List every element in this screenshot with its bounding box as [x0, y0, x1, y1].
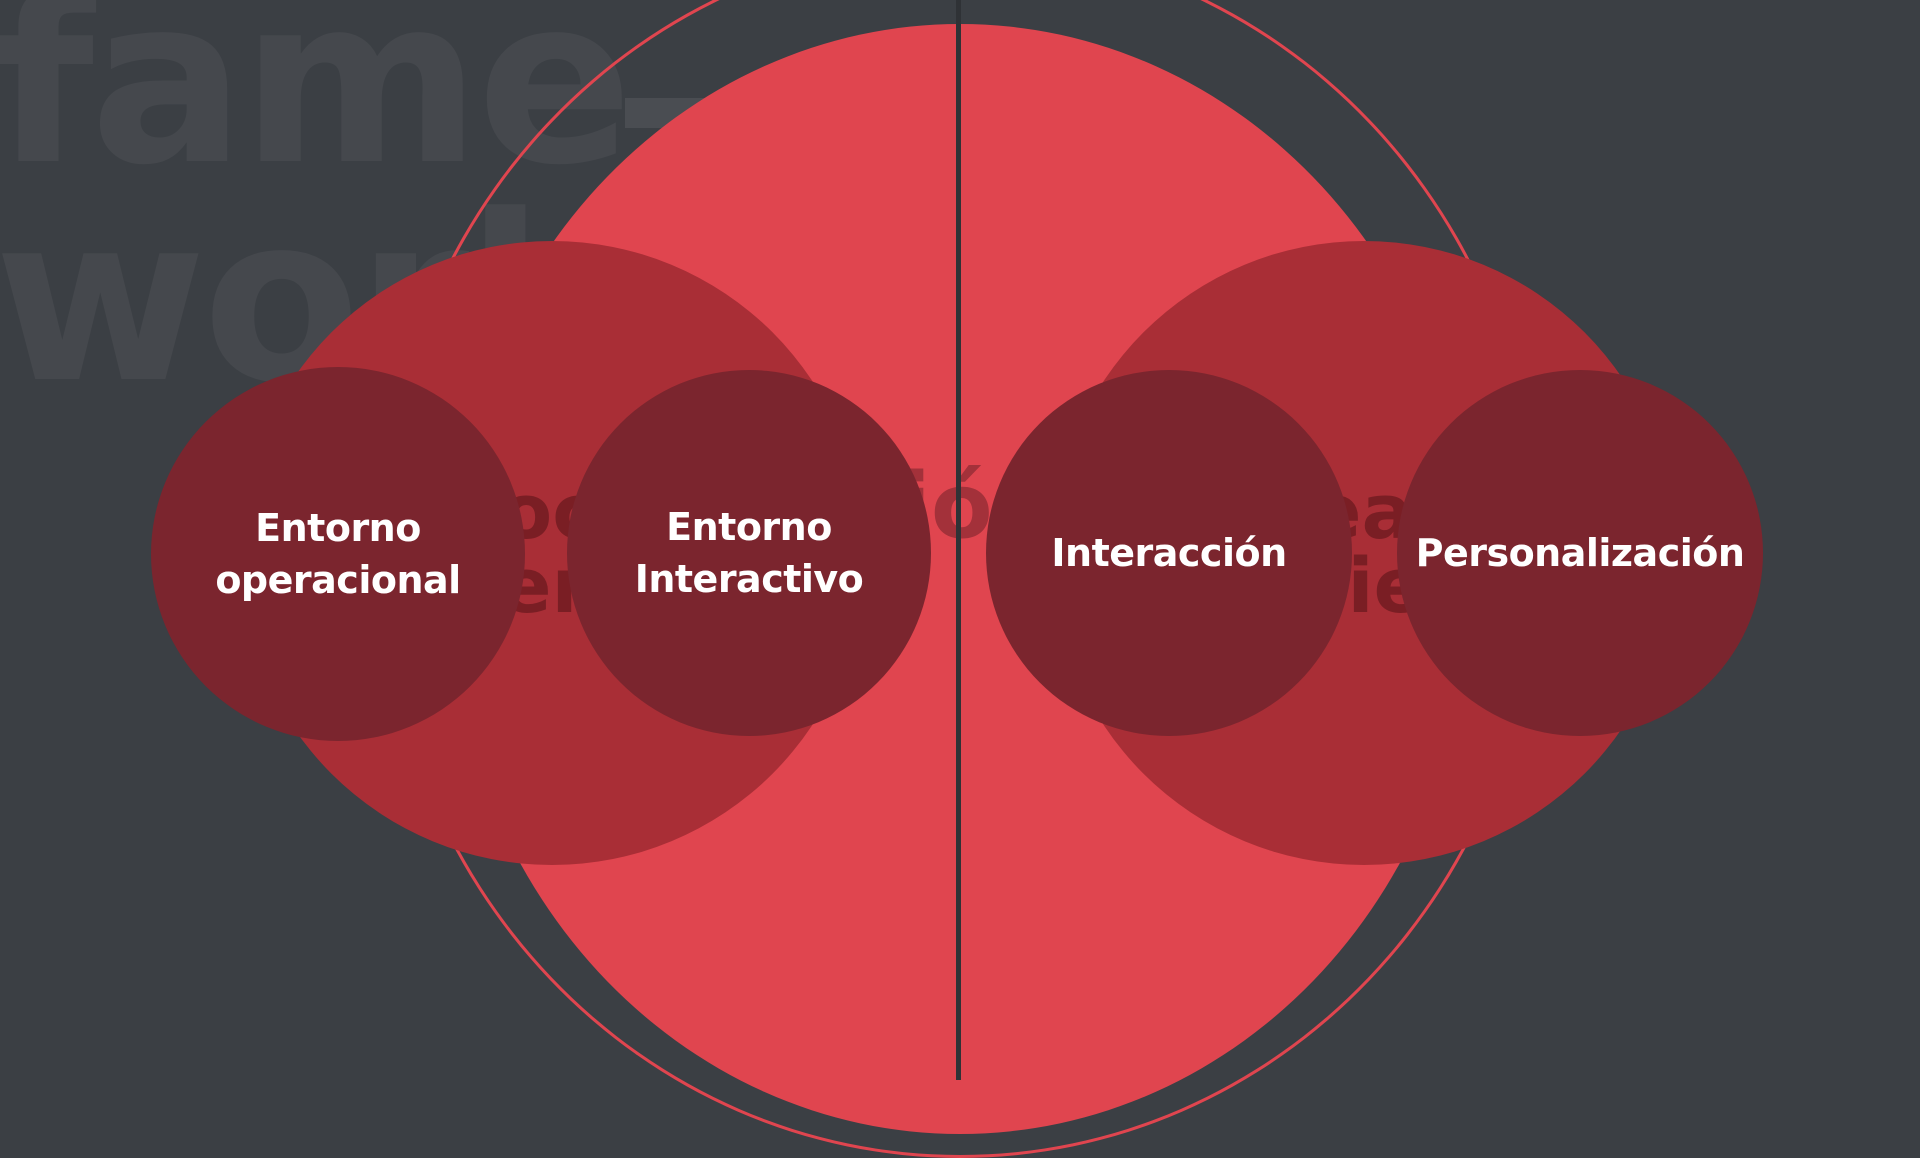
- circle-personalizacion: Personalización: [1397, 370, 1763, 736]
- circle-interaccion: Interacción: [986, 370, 1352, 736]
- circle-entorno-interactivo: Entorno Interactivo: [567, 370, 931, 736]
- circle-label: Entorno Interactivo: [634, 505, 864, 601]
- circle-label: Entorno operacional: [215, 506, 461, 602]
- circle-label: Personalización: [1415, 531, 1745, 575]
- center-divider: [956, 0, 961, 1080]
- circle-entorno-operacional: Entorno operacional: [151, 367, 525, 741]
- circle-label: Interacción: [1051, 531, 1287, 575]
